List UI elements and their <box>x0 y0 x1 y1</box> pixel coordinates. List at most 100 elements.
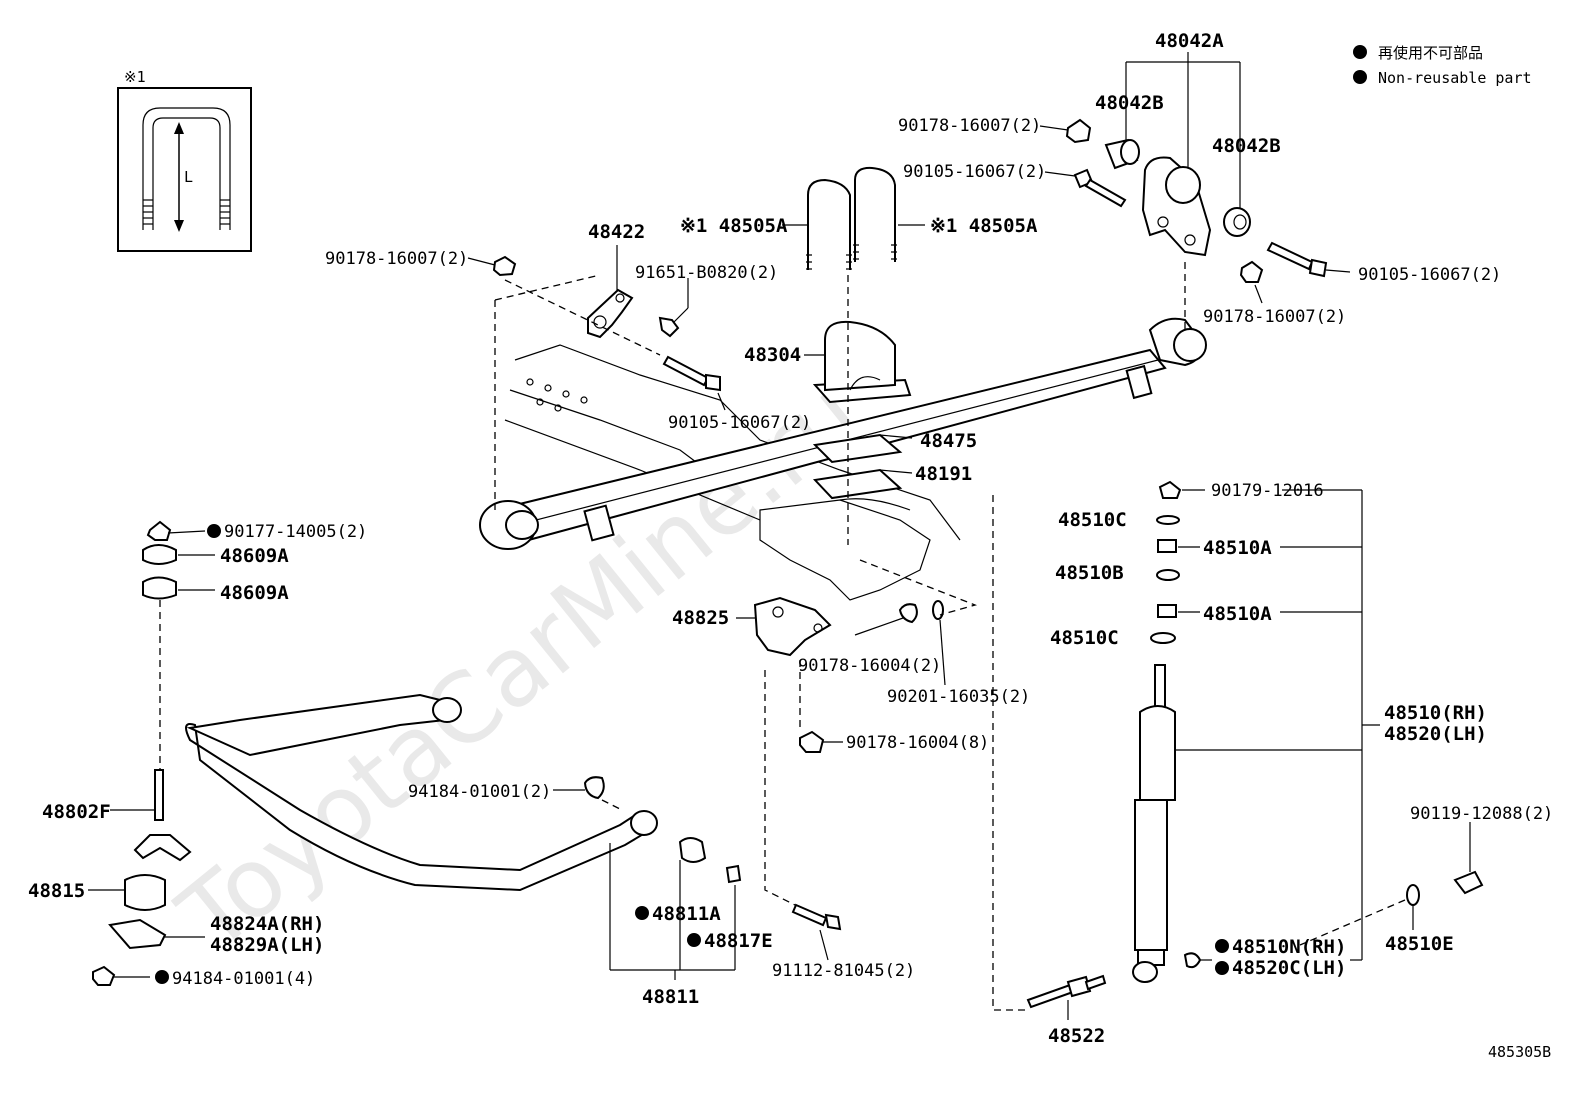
cushion-48609A-2 <box>142 576 177 600</box>
washer-48510C-2 <box>1150 632 1176 644</box>
label-48510E: 48510E <box>1385 933 1454 955</box>
leader-lines <box>88 125 1471 1020</box>
label-94184-01001-2: 94184-01001(2) <box>408 782 551 802</box>
label-90179-12016: 90179-12016 <box>1211 481 1324 501</box>
bolt-90105-16067-top <box>1073 168 1127 208</box>
label-90105-16067-top: 90105-16067(2) <box>903 162 1046 182</box>
bushing-90178-16004-2 <box>898 603 918 624</box>
bushing-48815 <box>124 874 166 911</box>
label-48609A-1: 48609A <box>220 545 289 567</box>
bushing-48042B-left <box>1104 138 1140 170</box>
bushing-48811A <box>678 837 707 863</box>
label-48505A-left: ※1 48505A <box>680 215 788 237</box>
plate-48191 <box>812 468 903 500</box>
diagram-id: 485305B <box>1488 1043 1551 1061</box>
stud-48522 <box>1026 974 1107 1009</box>
label-48510C-1: 48510C <box>1058 509 1127 531</box>
label-48520C: 48520C(LH) <box>1232 957 1346 979</box>
bracket-48824A <box>108 918 167 950</box>
bushing-48510N <box>1183 952 1202 969</box>
inset-mark: ※1 <box>124 68 146 86</box>
label-48824A: 48824A(RH) <box>210 913 324 935</box>
nut-90177-14005 <box>146 520 172 541</box>
stabilizer-bar <box>185 693 658 892</box>
label-48510N: 48510N(RH) <box>1232 936 1346 958</box>
ubolt-inset: ※1 L <box>117 68 252 252</box>
label-48829A: 48829A(LH) <box>210 934 324 956</box>
washer-48510C-1 <box>1156 515 1180 525</box>
link-48802F <box>133 769 192 862</box>
label-48191: 48191 <box>915 463 972 485</box>
label-48042B-left: 48042B <box>1095 92 1164 114</box>
bolt-91651-B0820 <box>658 316 680 338</box>
legend-ja: 再使用不可部品 <box>1378 44 1483 62</box>
inset-dim-label: L <box>184 168 193 186</box>
plate-48475 <box>812 433 903 464</box>
label-91651-B0820: 91651-B0820(2) <box>635 263 778 283</box>
bushing-48510E <box>1406 884 1420 906</box>
label-48505A-right: ※1 48505A <box>930 215 1038 237</box>
bolt-90105-16067-right <box>1266 241 1328 278</box>
bracket-48422 <box>587 288 634 339</box>
label-90178-16004-2: 90178-16004(2) <box>798 656 941 676</box>
shackle-48042A <box>1141 156 1212 257</box>
label-48522: 48522 <box>1048 1025 1105 1047</box>
label-48042A: 48042A <box>1155 30 1224 52</box>
nonreusable-dot <box>1215 939 1229 953</box>
label-90178-16007-right: 90178-16007(2) <box>1203 307 1346 327</box>
bracket-48825 <box>753 596 832 657</box>
label-90105-16067-mid: 90105-16067(2) <box>668 413 811 433</box>
label-90177-14005: 90177-14005(2) <box>224 522 367 542</box>
label-48510B: 48510B <box>1055 562 1124 584</box>
bolt-90119-12088 <box>1453 870 1484 895</box>
label-90178-16007-top: 90178-16007(2) <box>898 116 1041 136</box>
label-91112-81045: 91112-81045(2) <box>772 961 915 981</box>
shock-absorber <box>1132 664 1176 983</box>
ubolt-48505A-right <box>853 166 897 262</box>
label-90178-16007-left: 90178-16007(2) <box>325 249 468 269</box>
shackle-bracket-lines <box>1125 52 1241 208</box>
nut-90178-16004-8 <box>799 730 825 753</box>
label-48609A-2: 48609A <box>220 582 289 604</box>
nonreusable-dot <box>635 906 649 920</box>
label-94184-01001-4: 94184-01001(4) <box>172 969 315 989</box>
part-labels: 48042A 48042B 48042B 90178-16007(2) 9010… <box>28 30 1553 1061</box>
nut-90179-12016 <box>1158 480 1182 499</box>
nut-90178-16007-right <box>1239 260 1264 283</box>
label-90201-16035: 90201-16035(2) <box>887 687 1030 707</box>
label-48304: 48304 <box>744 344 801 366</box>
bracket-48811-lines <box>609 843 736 980</box>
nut-90178-16007-left <box>492 255 517 277</box>
nonreusable-dot <box>687 933 701 947</box>
legend: 再使用不可部品 Non-reusable part <box>1353 44 1532 87</box>
ubolt-48505A-left <box>806 178 852 270</box>
label-48042B-right: 48042B <box>1212 135 1281 157</box>
bushing-48042B-right <box>1223 207 1251 237</box>
nonreusable-dot <box>155 970 169 984</box>
label-48815: 48815 <box>28 880 85 902</box>
label-48510C-2: 48510C <box>1050 627 1119 649</box>
label-48811A: 48811A <box>652 903 721 925</box>
collar-48817E <box>725 864 742 884</box>
label-48422: 48422 <box>588 221 645 243</box>
nut-94184-01001-4 <box>92 965 116 986</box>
label-90119-12088: 90119-12088(2) <box>1410 804 1553 824</box>
cushion-48609A-1 <box>142 544 177 565</box>
label-90105-16067-right: 90105-16067(2) <box>1358 265 1501 285</box>
label-48510A-1: 48510A <box>1203 537 1272 559</box>
bushing-48510A-2 <box>1157 604 1177 618</box>
label-48510RH: 48510(RH) <box>1384 702 1487 724</box>
label-48475: 48475 <box>920 430 977 452</box>
shock-bracket-lines <box>1175 489 1380 961</box>
nut-90178-16007-top <box>1065 118 1092 144</box>
label-48825: 48825 <box>672 607 729 629</box>
washer-90201-16035 <box>932 600 944 620</box>
label-90178-16004-8: 90178-16004(8) <box>846 733 989 753</box>
washer-48510B <box>1156 569 1180 581</box>
label-48811: 48811 <box>642 986 699 1008</box>
nut-94184-01001-2 <box>583 776 605 800</box>
bolt-90105-16067-mid <box>662 355 721 392</box>
label-48510A-2: 48510A <box>1203 603 1272 625</box>
nonreusable-dot <box>207 524 221 538</box>
